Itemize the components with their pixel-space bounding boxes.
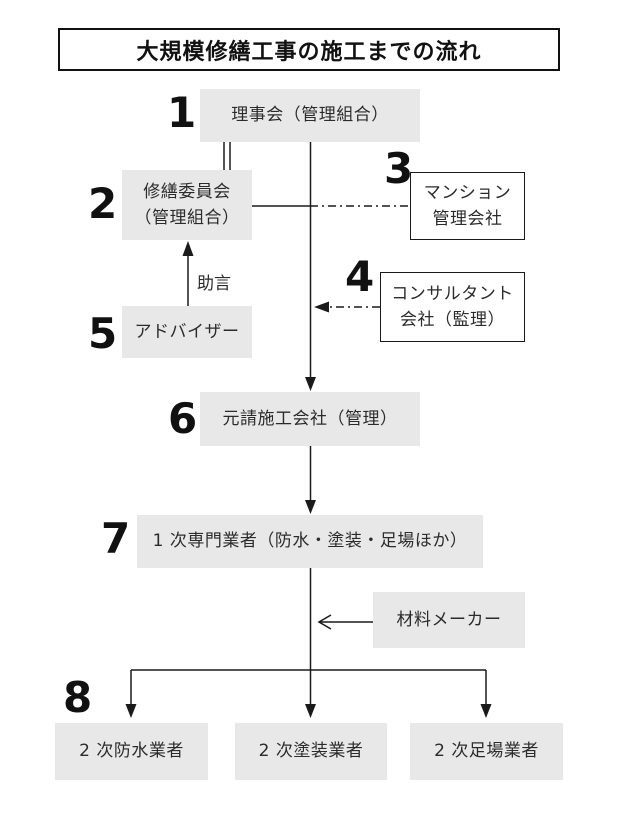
edge-label-advice: 助言 [197,274,231,294]
node-prime-contractor: 元請施工会社（管理） [200,392,420,446]
diagram-title-text: 大規模修繕工事の施工までの流れ [136,39,482,65]
node-board: 理事会（管理組合） [200,89,420,142]
edge-prime-to-primary-arrow [305,446,316,514]
step-number-5: 5 [88,309,118,358]
edge-adviser-to-committee-arrow [182,241,194,306]
step-number-6: 6 [168,394,198,443]
node-secondary-waterproof: 2 次防水業者 [55,723,208,780]
node-secondary-painting: 2 次塗装業者 [235,723,387,780]
step-number-1: 1 [167,88,197,137]
node-board-label: 理事会（管理組合） [231,105,389,126]
node-primary-specialists: 1 次専門業者（防水・塗装・足場ほか） [137,515,483,568]
step-number-4: 4 [345,252,375,301]
edge-consultant-to-flow-arrow [314,301,380,313]
node-repair-committee-label: 修繕委員会 （管理組合） [134,181,240,228]
node-secondary-scaffold: 2 次足場業者 [410,723,563,780]
step-number-8: 8 [63,673,93,722]
step-number-2: 2 [88,179,118,228]
node-prime-contractor-label: 元請施工会社（管理） [222,408,398,429]
node-secondary-waterproof-label: 2 次防水業者 [79,741,184,762]
edge-primary-to-secondary-tree [125,568,492,718]
node-repair-committee: 修繕委員会 （管理組合） [122,170,252,240]
node-adviser: アドバイザー [122,306,252,358]
node-material-maker-label: 材料メーカー [396,609,502,630]
node-adviser-label: アドバイザー [134,321,240,342]
node-secondary-scaffold-label: 2 次足場業者 [434,741,539,762]
node-secondary-painting-label: 2 次塗装業者 [258,741,364,762]
step-number-3: 3 [384,144,414,193]
diagram-title: 大規模修繕工事の施工までの流れ [58,28,560,71]
edge-material-to-flow-arrow [317,614,373,630]
node-primary-specialists-label: 1 次専門業者（防水・塗装・足場ほか） [152,531,468,552]
node-management-company: マンション 管理会社 [410,172,525,240]
node-consultant-company-label: コンサルタント 会社（監理） [391,283,514,330]
edge-board-to-committee-double-line [223,142,231,170]
edge-board-to-prime-arrow [305,142,316,391]
node-management-company-label: マンション 管理会社 [423,182,512,229]
node-material-maker: 材料メーカー [373,592,525,648]
node-consultant-company: コンサルタント 会社（監理） [380,272,525,342]
step-number-7: 7 [101,514,131,563]
